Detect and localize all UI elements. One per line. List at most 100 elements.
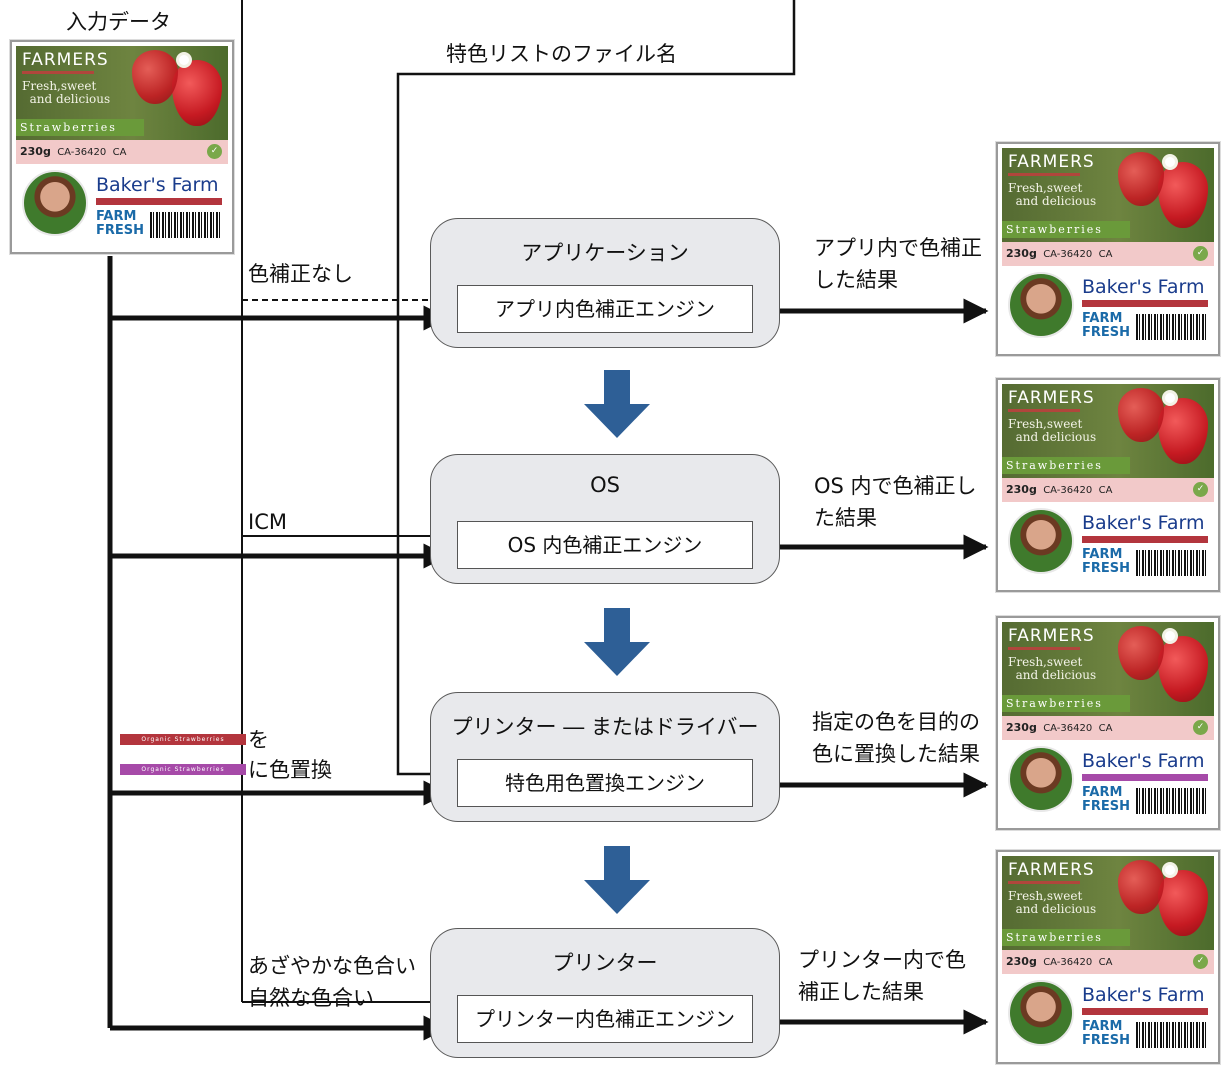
icm-label: ICM	[248, 510, 287, 534]
label-brand: FARMERS	[1008, 152, 1095, 172]
label-fresh: FRESH	[1082, 561, 1131, 576]
input-data-label: 入力データ	[66, 10, 171, 34]
label-organic-band	[1082, 1008, 1208, 1015]
farmer-photo	[22, 170, 88, 236]
stage-os: OS OS 内色補正エンジン	[430, 454, 780, 584]
farmer-photo	[1008, 508, 1074, 574]
input-label-image: FARMERS Fresh,sweet and delicious Strawb…	[10, 40, 234, 254]
label-tagline: and delicious	[1015, 194, 1097, 208]
label-product-no: CA-36420	[57, 147, 107, 158]
label-fresh: FARM	[96, 209, 137, 224]
label-organic-band-replaced	[1082, 774, 1208, 781]
barcode	[1136, 788, 1206, 814]
label-fresh: FRESH	[1082, 799, 1131, 814]
label-strawberries: Strawberries	[1002, 929, 1130, 946]
label-strawberries: Strawberries	[16, 119, 144, 136]
replace-from-suffix: を	[248, 728, 269, 752]
result-label-driver: FARMERS Fresh,sweet and delicious Strawb…	[996, 616, 1220, 830]
label-tagline: Fresh,sweet	[1008, 889, 1083, 903]
flow-down-arrow	[584, 608, 650, 676]
result-text-os-1: OS 内で色補正し	[814, 474, 977, 498]
label-fresh: FRESH	[1082, 1033, 1131, 1048]
label-farm-name: Baker's Farm	[1082, 984, 1205, 1006]
label-origin: CA	[1098, 485, 1113, 496]
label-origin: CA	[1098, 957, 1113, 968]
result-text-driver-2: 色に置換した結果	[812, 742, 980, 766]
label-tagline: and delicious	[1015, 430, 1097, 444]
result-text-driver-1: 指定の色を目的の	[812, 710, 980, 734]
label-product-no: CA-36420	[1043, 723, 1093, 734]
label-origin: CA	[1098, 723, 1113, 734]
label-strawberries: Strawberries	[1002, 695, 1130, 712]
label-weight: 230g	[20, 145, 51, 158]
label-brand: FARMERS	[1008, 626, 1095, 646]
label-product-no: CA-36420	[1043, 957, 1093, 968]
label-weight: 230g	[1006, 247, 1037, 260]
label-brand: FARMERS	[1008, 860, 1095, 880]
replaced-color-band: Organic Strawberries	[120, 764, 246, 775]
flow-down-arrow	[584, 846, 650, 914]
barcode	[1136, 1022, 1206, 1048]
result-text-printer-1: プリンター内で色	[798, 948, 966, 972]
engine-box: OS 内色補正エンジン	[457, 521, 753, 569]
label-fresh: FARM	[1082, 785, 1123, 800]
no-correction-label: 色補正なし	[248, 262, 353, 286]
label-organic-band	[1082, 300, 1208, 307]
result-label-app: FARMERS Fresh,sweet and delicious Strawb…	[996, 142, 1220, 356]
result-text-os-2: た結果	[814, 506, 877, 530]
engine-box: アプリ内色補正エンジン	[457, 285, 753, 333]
label-tagline: and delicious	[1015, 668, 1097, 682]
label-brand: FARMERS	[22, 50, 109, 70]
farmer-photo	[1008, 272, 1074, 338]
result-text-printer-2: 補正した結果	[798, 980, 924, 1004]
stage-printer-driver: プリンター ― またはドライバー 特色用色置換エンジン	[430, 692, 780, 822]
label-brand: FARMERS	[1008, 388, 1095, 408]
label-farm-name: Baker's Farm	[1082, 750, 1205, 772]
stage-title: アプリケーション	[521, 241, 689, 265]
barcode	[150, 212, 220, 238]
stage-title: OS	[590, 473, 620, 497]
label-fresh: FARM	[1082, 311, 1123, 326]
label-strawberries: Strawberries	[1002, 221, 1130, 238]
vivid-mode-label: あざやかな色合い	[248, 954, 416, 978]
label-organic-band	[1082, 536, 1208, 543]
engine-box: 特色用色置換エンジン	[457, 759, 753, 807]
stage-application: アプリケーション アプリ内色補正エンジン	[430, 218, 780, 348]
label-tagline: Fresh,sweet	[1008, 655, 1083, 669]
label-tagline: Fresh,sweet	[22, 79, 97, 93]
label-product-no: CA-36420	[1043, 249, 1093, 260]
label-weight: 230g	[1006, 955, 1037, 968]
engine-box: プリンター内色補正エンジン	[457, 995, 753, 1043]
result-label-os: FARMERS Fresh,sweet and delicious Strawb…	[996, 378, 1220, 592]
label-product-no: CA-36420	[1043, 485, 1093, 496]
farmer-photo	[1008, 980, 1074, 1046]
replace-to-suffix: に色置換	[248, 758, 332, 782]
spot-list-filename-label: 特色リストのファイル名	[446, 42, 677, 66]
label-fresh: FRESH	[96, 223, 145, 238]
flow-down-arrow	[584, 370, 650, 438]
label-tagline: Fresh,sweet	[1008, 181, 1083, 195]
stage-title: プリンター	[552, 951, 658, 975]
label-farm-name: Baker's Farm	[1082, 512, 1205, 534]
label-fresh: FARM	[1082, 547, 1123, 562]
label-strawberries: Strawberries	[1002, 457, 1130, 474]
original-color-band: Organic Strawberries	[120, 734, 246, 745]
result-text-app-1: アプリ内で色補正	[814, 236, 982, 260]
result-text-app-2: した結果	[814, 268, 898, 292]
label-organic-band	[96, 198, 222, 205]
label-tagline: Fresh,sweet	[1008, 417, 1083, 431]
barcode	[1136, 550, 1206, 576]
natural-mode-label: 自然な色合い	[248, 986, 374, 1010]
label-origin: CA	[1098, 249, 1113, 260]
label-fresh: FARM	[1082, 1019, 1123, 1034]
stage-printer: プリンター プリンター内色補正エンジン	[430, 928, 780, 1058]
farmer-photo	[1008, 746, 1074, 812]
label-weight: 230g	[1006, 721, 1037, 734]
stage-title: プリンター ― またはドライバー	[451, 715, 759, 739]
result-label-printer: FARMERS Fresh,sweet and delicious Strawb…	[996, 850, 1220, 1064]
label-origin: CA	[112, 147, 127, 158]
label-tagline: and delicious	[1015, 902, 1097, 916]
label-farm-name: Baker's Farm	[96, 174, 219, 196]
label-fresh: FRESH	[1082, 325, 1131, 340]
